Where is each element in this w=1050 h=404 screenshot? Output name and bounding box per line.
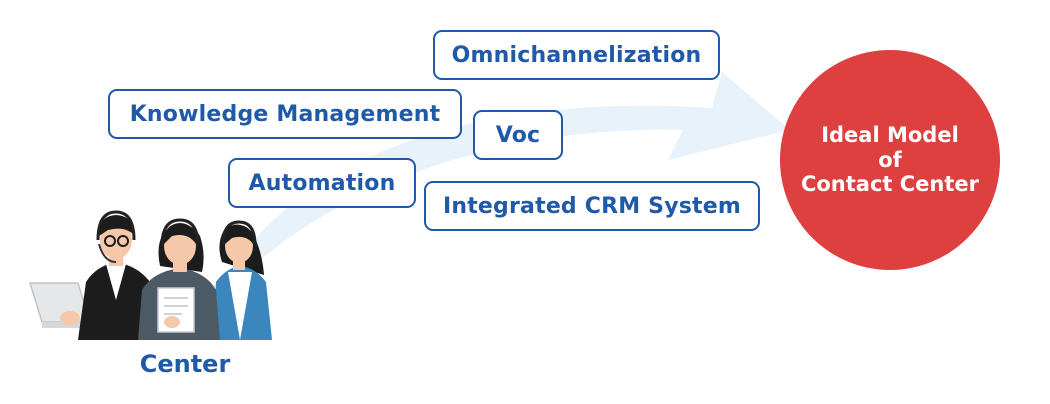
- flow-arrow: [240, 72, 790, 262]
- initiative-voc: Voc: [473, 110, 563, 160]
- initiative-label: Knowledge Management: [129, 101, 441, 127]
- goal-line-2: of: [878, 147, 902, 172]
- agent-woman-center-figure: [138, 218, 220, 340]
- center-label: Center: [139, 350, 231, 378]
- agent-man-figure: [60, 210, 154, 340]
- initiative-label: Voc: [495, 122, 541, 148]
- initiative-label: Automation: [248, 170, 396, 196]
- goal-line-1: Ideal Model: [821, 122, 959, 147]
- agent-woman-right-figure: [212, 220, 272, 340]
- initiative-label: Integrated CRM System: [442, 193, 742, 219]
- initiative-omnichannelization: Omnichannelization: [433, 30, 720, 80]
- goal-circle: Ideal Model of Contact Center: [780, 50, 1000, 270]
- goal-text: Ideal Model of Contact Center: [801, 123, 979, 197]
- team-illustration: [28, 210, 272, 340]
- initiative-label: Omnichannelization: [451, 42, 702, 68]
- initiative-integrated-crm: Integrated CRM System: [424, 181, 760, 231]
- initiative-knowledge-management: Knowledge Management: [108, 89, 462, 139]
- initiative-automation: Automation: [228, 158, 416, 208]
- goal-line-3: Contact Center: [800, 172, 980, 197]
